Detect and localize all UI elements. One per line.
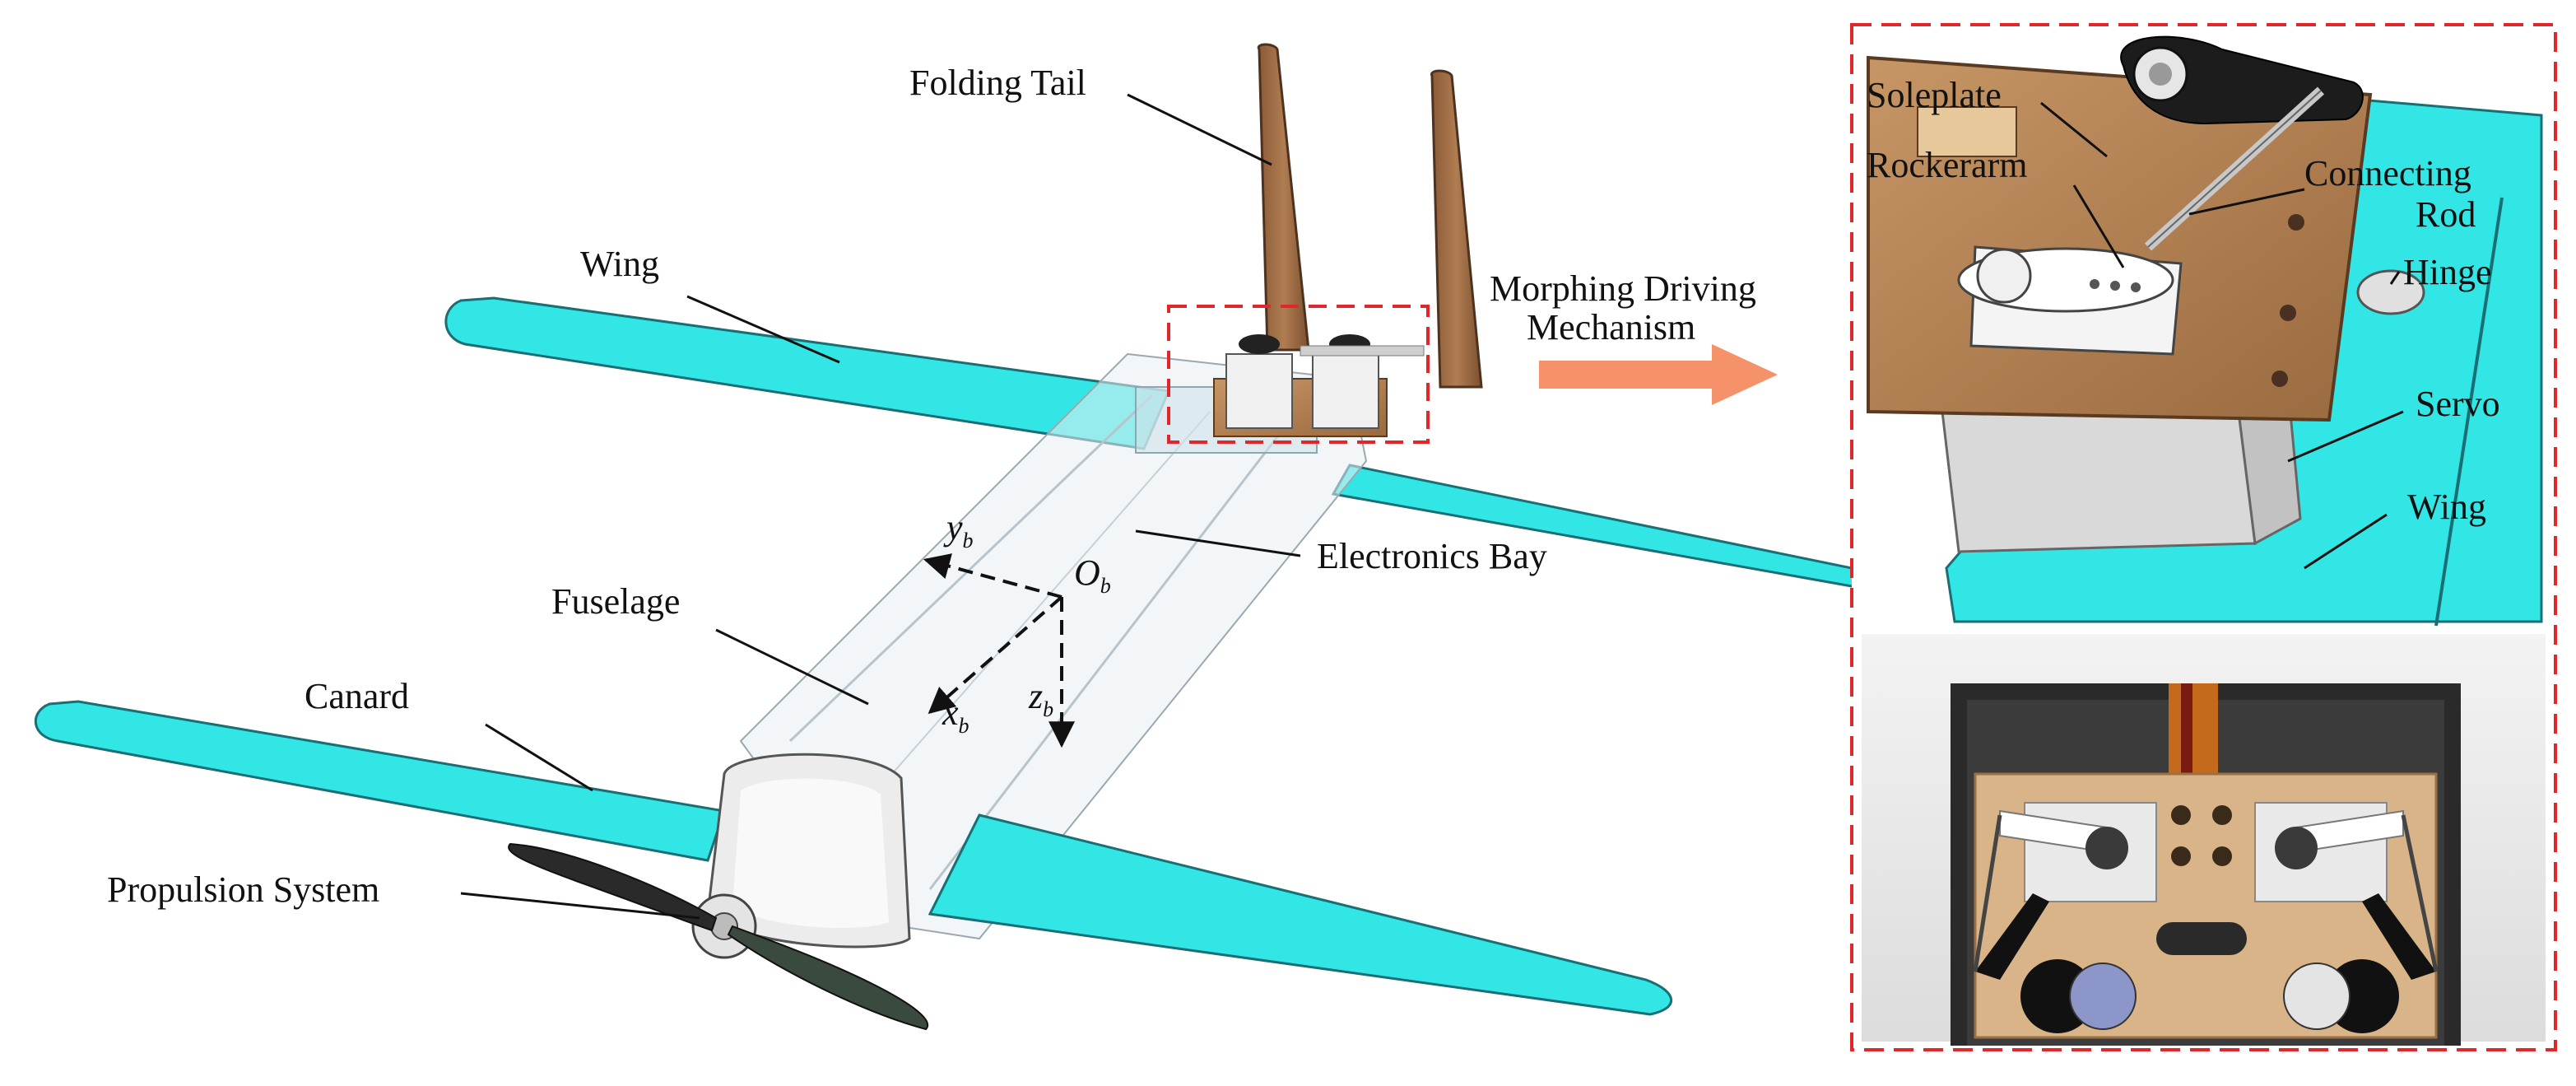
label-morphing-line1: Morphing Driving bbox=[1490, 268, 1756, 309]
photo-wire-bundle bbox=[2169, 683, 2218, 782]
rockerarm-hole-1 bbox=[2090, 279, 2099, 289]
label-wing: Wing bbox=[580, 244, 659, 284]
label-fuselage: Fuselage bbox=[551, 581, 680, 622]
photo-arm-left bbox=[1975, 893, 2049, 980]
leader-wing bbox=[686, 295, 840, 364]
label-hinge: Hinge bbox=[2403, 252, 2492, 292]
leader-connecting-rod bbox=[2188, 188, 2305, 216]
propeller-blade-upper bbox=[508, 842, 718, 932]
leader-lines bbox=[460, 93, 1301, 920]
leader-wing-detail bbox=[2304, 513, 2388, 570]
closeup-wing-edge bbox=[2434, 197, 2504, 627]
photo-hinge-left-cap bbox=[2069, 962, 2137, 1030]
photo-plate-hole-4 bbox=[2212, 846, 2232, 866]
axis-y-label: yb bbox=[943, 507, 974, 552]
leader-rockerarm bbox=[2072, 184, 2125, 268]
mechanism-photo bbox=[1862, 634, 2546, 1046]
closeup-servo-body bbox=[1941, 410, 2257, 553]
photo-plate-hole-2 bbox=[2212, 805, 2232, 825]
label-propulsion-system: Propulsion System bbox=[107, 869, 379, 910]
photo-servo-hub-left bbox=[2085, 827, 2128, 869]
morphing-mechanism-small bbox=[1213, 334, 1425, 437]
closeup-hinge bbox=[2356, 269, 2425, 315]
canard-left bbox=[35, 700, 726, 862]
body-axes: yb Ob xb zb bbox=[923, 507, 1111, 748]
nacelle-shading bbox=[732, 778, 889, 929]
axis-x-label: xb bbox=[942, 692, 969, 738]
label-soleplate: Soleplate bbox=[1867, 75, 2002, 115]
soleplate-hole-2 bbox=[2280, 305, 2296, 321]
photo-plate-slot bbox=[2156, 922, 2247, 955]
photo-arm-right bbox=[2362, 893, 2436, 980]
photo-servo-hub-right bbox=[2275, 827, 2318, 869]
rockerarm-hub bbox=[1976, 248, 2032, 304]
photo-rod-left bbox=[1973, 814, 2002, 972]
photo-plate-hole-1 bbox=[2171, 805, 2191, 825]
aircraft-view: yb Ob xb zb Folding Tail Wing Electronic… bbox=[35, 43, 1867, 1031]
leader-electronics-bay bbox=[1135, 529, 1301, 557]
rockerarm-hole-3 bbox=[2131, 282, 2141, 292]
label-servo: Servo bbox=[2416, 384, 2500, 424]
soleplate-hole-3 bbox=[2271, 371, 2288, 387]
detail-panel: Soleplate Rockerarm Connecting Rod Hinge… bbox=[1850, 23, 2557, 1051]
propeller-blade-lower bbox=[727, 925, 929, 1031]
label-connecting-rod-line2: Rod bbox=[2416, 194, 2476, 235]
axis-origin-label: Ob bbox=[1074, 552, 1111, 598]
closeup-leaders bbox=[2040, 101, 2404, 570]
leader-fuselage bbox=[715, 628, 869, 706]
fuselage-inner-rail-2 bbox=[928, 427, 1286, 890]
rockerarm-hole-2 bbox=[2110, 281, 2120, 291]
label-morphing-line2: Mechanism bbox=[1527, 307, 1695, 347]
leader-propulsion bbox=[460, 892, 700, 920]
axis-y-line bbox=[923, 553, 1062, 599]
label-folding-tail: Folding Tail bbox=[909, 63, 1086, 103]
leader-folding-tail bbox=[1127, 93, 1272, 166]
label-wing-detail: Wing bbox=[2407, 487, 2486, 527]
fuselage-inner-rail-1 bbox=[788, 394, 1154, 743]
leader-soleplate bbox=[2040, 101, 2108, 158]
closeup-connecting-rod-edge bbox=[2147, 90, 2322, 248]
leader-canard bbox=[485, 723, 593, 792]
canard-right bbox=[928, 813, 1673, 1016]
axis-z-label: zb bbox=[1028, 676, 1053, 721]
axis-x-line bbox=[928, 595, 1063, 715]
leader-hinge bbox=[2389, 271, 2401, 285]
soleplate-cutout bbox=[1917, 106, 2017, 157]
folding-tail-fin-right bbox=[1430, 69, 1483, 389]
photo-hinge-right-cap bbox=[2283, 962, 2350, 1030]
label-rockerarm: Rockerarm bbox=[1867, 145, 2027, 185]
label-electronics-bay: Electronics Bay bbox=[1317, 536, 1547, 576]
morphing-arrow bbox=[1539, 344, 1778, 405]
label-canard: Canard bbox=[305, 676, 409, 716]
soleplate-hole-1 bbox=[2288, 214, 2304, 231]
fuselage-inner-rail-3 bbox=[855, 411, 1211, 816]
photo-plate-hole-3 bbox=[2171, 846, 2191, 866]
photo-rod-right bbox=[2401, 814, 2439, 972]
folding-tail-fin-left bbox=[1257, 43, 1310, 352]
morphing-highlight-box bbox=[1167, 305, 1430, 444]
photo-wire-bundle-2 bbox=[2181, 683, 2192, 782]
label-connecting-rod-line1: Connecting bbox=[2304, 153, 2471, 193]
leader-servo bbox=[2287, 410, 2404, 463]
black-rocker-hub-inner bbox=[2149, 63, 2172, 86]
cad-closeup: Soleplate Rockerarm Connecting Rod Hinge… bbox=[1862, 35, 2546, 627]
